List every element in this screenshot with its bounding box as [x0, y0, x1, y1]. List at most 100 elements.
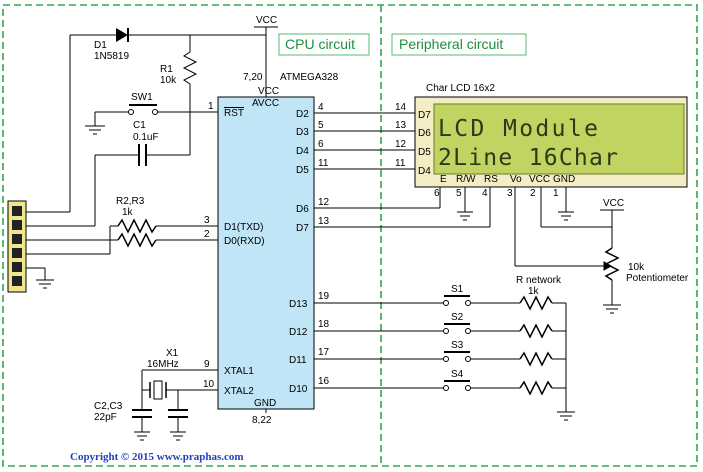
lcd-line-2: 2Line 16Char [438, 145, 618, 171]
cpu-label-box [278, 33, 370, 56]
r2r3-value: 1k [122, 207, 134, 218]
lcd-pin-num-d5: 12 [395, 139, 407, 150]
peripheral-label-box [391, 33, 527, 56]
lcd-pin-num-e: 6 [434, 188, 440, 199]
c2c3-value: 22pF [94, 412, 117, 423]
rnet-value: 1k [528, 286, 540, 297]
pin-num-d6: 12 [318, 197, 330, 208]
diode-part: 1N5819 [94, 51, 129, 62]
diode-ref: D1 [94, 40, 107, 51]
lcd-pin-name-d4: D4 [418, 166, 431, 177]
lcd-pin-num-d7: 14 [395, 102, 407, 113]
s3-label: S3 [451, 340, 464, 351]
lcd-pin-num-vcc: 2 [530, 188, 536, 199]
mcu-left-pin-xtal1: 9 XTAL1 [142, 359, 254, 377]
copyright-text: Copyright © 2015 www.praphas.com [70, 451, 244, 463]
mcu-left-pin-txd: 3 D1(TXD) [156, 215, 263, 233]
mcu-vcc-label: VCC [258, 86, 279, 97]
pin-num-txd: 3 [204, 215, 210, 226]
pin-name-d3: D3 [296, 127, 309, 138]
mcu-chip-body [217, 96, 315, 410]
pin-num-d10: 16 [318, 376, 330, 387]
pin-num-d7: 13 [318, 216, 330, 227]
lcd-pin-name-vo: Vo [510, 174, 522, 185]
c1-value: 0.1uF [133, 132, 159, 143]
lcd-pin-name-d7: D7 [418, 110, 431, 121]
switch-s4 [443, 380, 566, 396]
pin-num-xtal2: 10 [203, 379, 215, 390]
switch-s3 [443, 351, 566, 367]
lcd-pin-name-e: E [440, 174, 447, 185]
x1-value: 16MHz [147, 359, 179, 370]
lcd-pin-name-d6: D6 [418, 128, 431, 139]
mcu-power-pins: 7,20 [243, 72, 263, 83]
pin-num-d2: 4 [318, 102, 324, 113]
lcd-pin-name-rs: RS [484, 174, 498, 185]
pin-name-d11: D11 [289, 355, 307, 366]
lcd-pin-num-gnd: 1 [553, 188, 559, 199]
section-borders [2, 4, 698, 467]
s4-label: S4 [451, 369, 464, 380]
c2c3-ref: C2,C3 [94, 401, 123, 412]
crystal-x1 [141, 370, 179, 410]
cpu-section-label: CPU circuit [285, 36, 355, 52]
pin-num-d13: 19 [318, 291, 330, 302]
pin-num-d11: 17 [318, 347, 330, 358]
pin-name-d6: D6 [296, 204, 309, 215]
serial-header [7, 200, 27, 293]
s1-label: S1 [451, 284, 464, 295]
r1-value: 10k [160, 75, 177, 86]
lcd-pin-name-rw: R/W [456, 174, 476, 185]
lcd-pin-name-gnd: GND [553, 174, 575, 185]
lcd-bottom-pin-labels: E R/W RS Vo VCC GND 6 5 4 3 2 1 [434, 174, 575, 199]
potentiometer [600, 209, 624, 314]
c1-ref: C1 [133, 120, 146, 131]
mcu-right-pins [314, 112, 490, 389]
lcd-pin-num-vo: 3 [507, 188, 513, 199]
r1-ref: R1 [160, 64, 173, 75]
resistor-r2-r3 [117, 218, 157, 248]
pin-name-d5: D5 [296, 165, 309, 176]
pin-name-d2: D2 [296, 109, 309, 120]
lcd-screen [433, 103, 685, 175]
peripheral-section-label: Peripheral circuit [399, 36, 503, 52]
pin-num-d5: 11 [318, 158, 329, 169]
pin-name-d7: D7 [296, 223, 309, 234]
pin-name-rxd: D0(RXD) [224, 236, 265, 247]
rnet-label: R network [516, 275, 562, 286]
pin-name-d4: D4 [296, 146, 309, 157]
header-wiring [26, 211, 118, 289]
sw1-ref: SW1 [131, 92, 153, 103]
pin-name-d12: D12 [289, 327, 308, 338]
capacitors-c2-c3 [132, 409, 188, 441]
mcu-left-pin-rst: 1 RST [190, 101, 244, 119]
x1-ref: X1 [166, 348, 179, 359]
s2-label: S2 [451, 312, 464, 323]
diode-d1 [116, 28, 129, 42]
pin-num-xtal1: 9 [204, 359, 210, 370]
lcd-pin-num-d6: 13 [395, 120, 407, 131]
mcu-left-pin-rxd: 2 D0(RXD) [156, 229, 265, 247]
pin-name-xtal2: XTAL2 [224, 386, 254, 397]
switch-s1 [443, 295, 566, 311]
mcu-avcc-label: AVCC [252, 98, 279, 109]
lcd-title: Char LCD 16x2 [426, 83, 495, 94]
mcu-name: ATMEGA328 [280, 72, 339, 83]
lcd-pin-num-d4: 11 [395, 158, 406, 169]
pin-name-xtal1: XTAL1 [224, 366, 254, 377]
vcc-pot-label: VCC [603, 198, 624, 209]
lcd-data-pins: 14 D7 13 D6 12 D5 11 D4 [395, 102, 431, 177]
pin-num-rst: 1 [208, 101, 214, 112]
lcd-pin-name-vcc: VCC [529, 174, 550, 185]
pin-num-d4: 6 [318, 139, 324, 150]
switch-s2 [443, 323, 566, 339]
lcd-pin-name-d5: D5 [418, 147, 431, 158]
lcd-pin-num-rw: 5 [456, 188, 462, 199]
pin-name-rst: RST [224, 108, 244, 119]
mcu-gnd-pins: 8,22 [252, 415, 272, 426]
mcu-gnd-label: GND [254, 398, 276, 409]
switch-sw1 [85, 104, 190, 135]
pin-name-d10: D10 [289, 384, 308, 395]
vcc-top-label: VCC [256, 15, 277, 26]
